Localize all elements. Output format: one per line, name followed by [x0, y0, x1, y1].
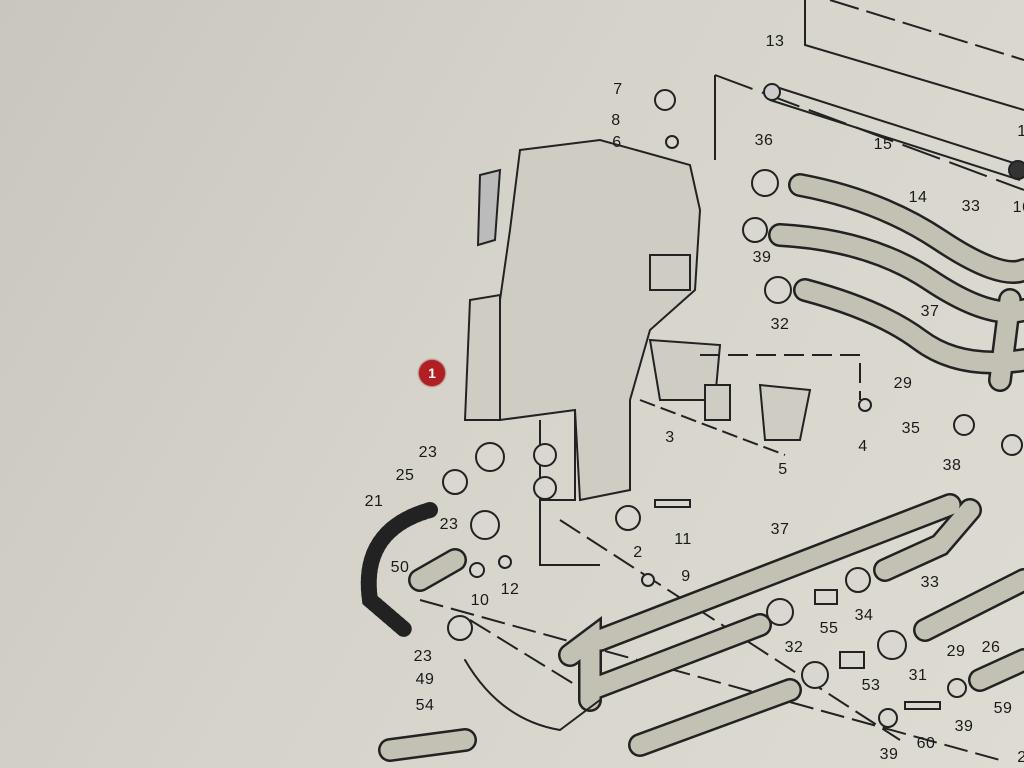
- part-label[interactable]: 10: [470, 592, 490, 609]
- part-label[interactable]: 1: [1017, 123, 1024, 140]
- part-label[interactable]: 37: [770, 521, 790, 538]
- part-label[interactable]: 37: [920, 303, 940, 320]
- part-label[interactable]: 16: [1012, 199, 1024, 216]
- part-label[interactable]: 21: [364, 493, 384, 510]
- part-label[interactable]: 25: [395, 467, 415, 484]
- highlighted-part-callout[interactable]: 1: [419, 360, 445, 386]
- part-label[interactable]: 9: [681, 568, 691, 585]
- part-label[interactable]: 6: [612, 134, 622, 151]
- part-label[interactable]: 8: [611, 112, 621, 129]
- frame-line: [804, 0, 1024, 111]
- part-label[interactable]: 14: [908, 189, 928, 206]
- part-label[interactable]: 4: [858, 438, 868, 455]
- part-label[interactable]: 33: [961, 198, 981, 215]
- part-label[interactable]: 29: [893, 375, 913, 392]
- part-label[interactable]: 33: [920, 574, 940, 591]
- part-label[interactable]: 13: [765, 33, 785, 50]
- part-label[interactable]: 32: [784, 639, 804, 656]
- part-label[interactable]: 23: [413, 648, 433, 665]
- part-label[interactable]: 5: [778, 461, 788, 478]
- part-label[interactable]: 3: [665, 429, 675, 446]
- part-label[interactable]: 55: [819, 620, 839, 637]
- part-label[interactable]: 39: [879, 746, 899, 763]
- part-label[interactable]: 49: [415, 671, 435, 688]
- part-label[interactable]: 39: [954, 718, 974, 735]
- part-label[interactable]: 59: [993, 700, 1013, 717]
- part-label[interactable]: 12: [500, 581, 520, 598]
- part-label[interactable]: 38: [942, 457, 962, 474]
- part-label[interactable]: 39: [752, 249, 772, 266]
- part-label[interactable]: 50: [390, 559, 410, 576]
- part-label[interactable]: 31: [908, 667, 928, 684]
- part-label[interactable]: 2: [633, 544, 643, 561]
- part-label[interactable]: 23: [439, 516, 459, 533]
- part-label[interactable]: 15: [873, 136, 893, 153]
- part-label[interactable]: 2: [1017, 749, 1024, 766]
- part-label[interactable]: 32: [770, 316, 790, 333]
- part-label[interactable]: 54: [415, 697, 435, 714]
- part-label[interactable]: 26: [981, 639, 1001, 656]
- part-label[interactable]: 29: [946, 643, 966, 660]
- part-label[interactable]: 35: [901, 420, 921, 437]
- part-label[interactable]: 36: [754, 132, 774, 149]
- part-label[interactable]: 53: [861, 677, 881, 694]
- part-label[interactable]: 60: [916, 735, 936, 752]
- part-label[interactable]: 34: [854, 607, 874, 624]
- part-label[interactable]: 11: [674, 531, 692, 548]
- part-label[interactable]: 23: [418, 444, 438, 461]
- part-label[interactable]: 7: [613, 81, 623, 98]
